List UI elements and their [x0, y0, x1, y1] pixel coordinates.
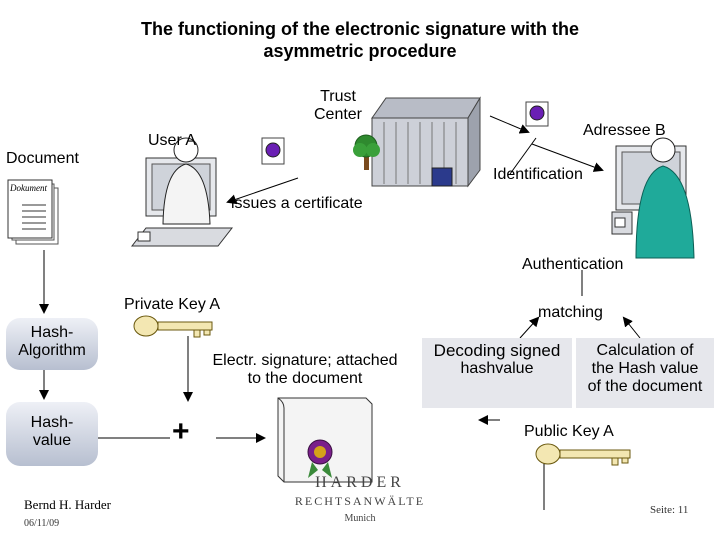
matching-label: matching	[538, 304, 603, 321]
slide-title: The functioning of the electronic signat…	[0, 18, 720, 62]
electronic-signature-label: Electr. signature; attached to the docum…	[190, 352, 420, 388]
private-key-icon	[133, 315, 213, 338]
calc-line-2: the Hash value	[591, 360, 699, 377]
issues-certificate-label: issues a certificate	[231, 195, 363, 212]
user-a-label: User A	[148, 132, 197, 149]
tree-icon	[353, 134, 380, 170]
public-key-icon	[535, 443, 631, 466]
public-key-label: Public Key A	[524, 423, 614, 440]
adressee-b-computer-icon	[611, 137, 695, 259]
trust-center-line-2: Center	[313, 106, 363, 123]
hash-value-line-2: value	[32, 432, 72, 449]
plus-sign: +	[172, 415, 190, 448]
calculation-box: Calculation of the Hash value of the doc…	[576, 338, 714, 408]
user-a-computer-icon	[130, 137, 234, 247]
decoding-line-1: Decoding signed	[433, 341, 561, 360]
title-line-1: The functioning of the electronic signat…	[140, 19, 579, 39]
trust-center-label: Trust Center	[300, 88, 376, 124]
hash-value-line-1: Hash-	[30, 414, 74, 431]
seal-icon-trust-center	[525, 101, 549, 127]
firm-sub: RECHTSANWÄLTE	[294, 494, 426, 508]
firm-name: HARDER	[315, 474, 405, 491]
calc-line-3: of the document	[587, 378, 703, 395]
footer-date: 06/11/09	[24, 518, 60, 529]
footer-author: Bernd H. Harder	[24, 497, 111, 512]
hash-algorithm-line-2: Algorithm	[18, 342, 86, 359]
firm-city: Munich	[344, 513, 376, 524]
identification-label: Identification	[493, 166, 583, 183]
signed-document-icon	[277, 397, 373, 483]
trust-center-building-icon	[371, 96, 481, 188]
esig-line-2: to the document	[247, 370, 363, 387]
private-key-label: Private Key A	[124, 296, 221, 313]
hash-value-box: Hash- value	[6, 402, 98, 466]
decoding-line-2: hashvalue	[460, 360, 534, 377]
page-number: Seite: 11	[650, 504, 689, 516]
title-line-2: asymmetric procedure	[263, 41, 457, 61]
seal-icon-user-a	[261, 137, 285, 165]
adressee-b-label: Adressee B	[583, 122, 666, 139]
trust-center-line-1: Trust	[320, 88, 356, 105]
document-stack-icon	[7, 179, 59, 245]
doc-page-text: Dokument	[10, 183, 47, 193]
authentication-label: Authentication	[522, 256, 624, 273]
document-label: Document	[6, 150, 79, 167]
flow-arrows	[39, 115, 641, 510]
hash-algorithm-line-1: Hash-	[30, 324, 74, 341]
calc-line-1: Calculation of	[596, 342, 694, 359]
hash-algorithm-box: Hash- Algorithm	[6, 318, 98, 370]
decoding-box: Decoding signed hashvalue	[422, 338, 572, 408]
esig-line-1: Electr. signature; attached	[212, 352, 398, 369]
